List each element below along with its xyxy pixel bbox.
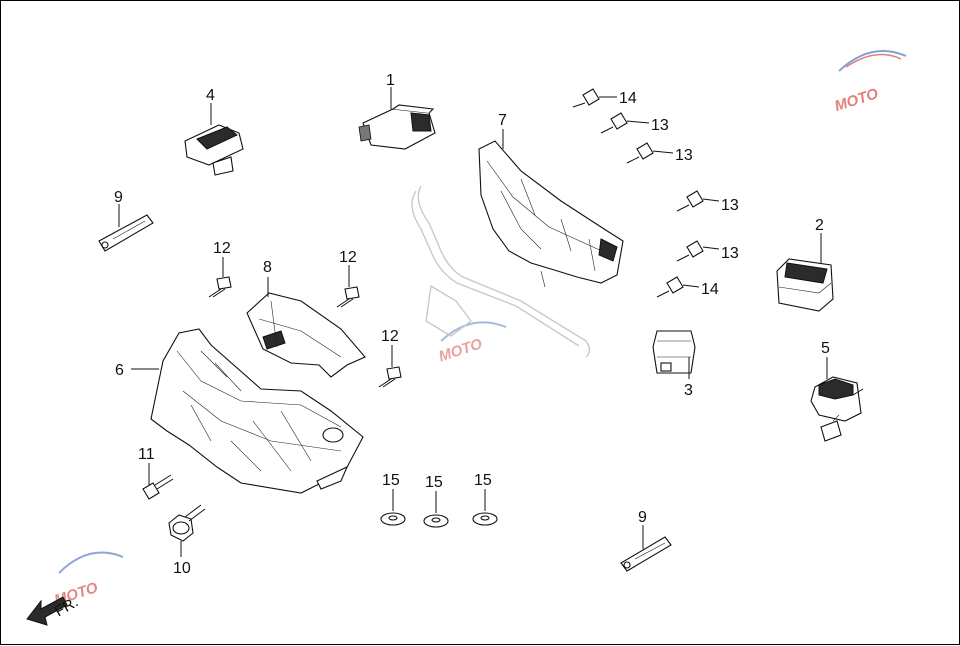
part-9-strap-left [98, 214, 154, 252]
watermark-center: MOTO [437, 321, 507, 365]
handlebar [411, 185, 591, 358]
svg-text:MOTO: MOTO [437, 335, 485, 365]
callout-9-left: 9 [114, 189, 123, 206]
callout-6: 6 [115, 362, 124, 379]
part-12-screw-c [378, 366, 402, 388]
part-2-switch-unit [776, 258, 834, 312]
callout-11: 11 [138, 446, 155, 463]
part-10-flange-bolt [168, 504, 206, 542]
callout-13-d: 13 [721, 245, 739, 262]
callout-4: 4 [206, 87, 215, 104]
part-12-screw-b [336, 286, 360, 308]
callout-12-b: 12 [339, 249, 357, 266]
callout-3: 3 [684, 382, 693, 399]
part-12-screw-a [208, 276, 232, 298]
callout-12-a: 12 [213, 240, 231, 257]
callout-5: 5 [821, 340, 830, 357]
callout-2: 2 [815, 217, 824, 234]
callout-10: 10 [173, 560, 191, 577]
callout-13-a: 13 [651, 117, 669, 134]
part-15-washer-c [472, 512, 498, 526]
part-15-washer-b [423, 514, 449, 528]
part-5-switch-with-wire [810, 376, 864, 442]
part-3-connector [652, 330, 696, 374]
part-9-strap-right [620, 536, 672, 572]
callout-9-right: 9 [638, 509, 647, 526]
callout-7: 7 [498, 112, 507, 129]
svg-text:MOTO: MOTO [833, 85, 881, 115]
callout-13-b: 13 [675, 147, 693, 164]
callout-13-c: 13 [721, 197, 739, 214]
part-6-front-cover [150, 328, 364, 494]
callout-15-a: 15 [382, 472, 400, 489]
part-13-screw-d [676, 240, 704, 262]
part-4-switch [184, 124, 244, 176]
callout-12-c: 12 [381, 328, 399, 345]
callout-14-a: 14 [619, 90, 637, 107]
watermark-top-right: MOTO [833, 50, 907, 115]
callout-15-c: 15 [474, 472, 492, 489]
part-7-rear-cover [478, 140, 624, 288]
part-11-bolt [142, 474, 174, 500]
part-1-socket [358, 104, 436, 150]
part-14-screw-a [572, 88, 600, 108]
part-13-screw-c [676, 190, 704, 212]
callout-14-b: 14 [701, 281, 719, 298]
front-direction-arrow-icon [26, 596, 68, 626]
part-13-screw-a [600, 112, 628, 134]
part-13-screw-b [626, 142, 654, 164]
callout-15-b: 15 [425, 474, 443, 491]
part-14-screw-b [656, 276, 684, 298]
callout-8: 8 [263, 259, 272, 276]
callout-1: 1 [386, 72, 395, 89]
part-15-washer-a [380, 512, 406, 526]
part-8-inner-cover [246, 292, 366, 378]
